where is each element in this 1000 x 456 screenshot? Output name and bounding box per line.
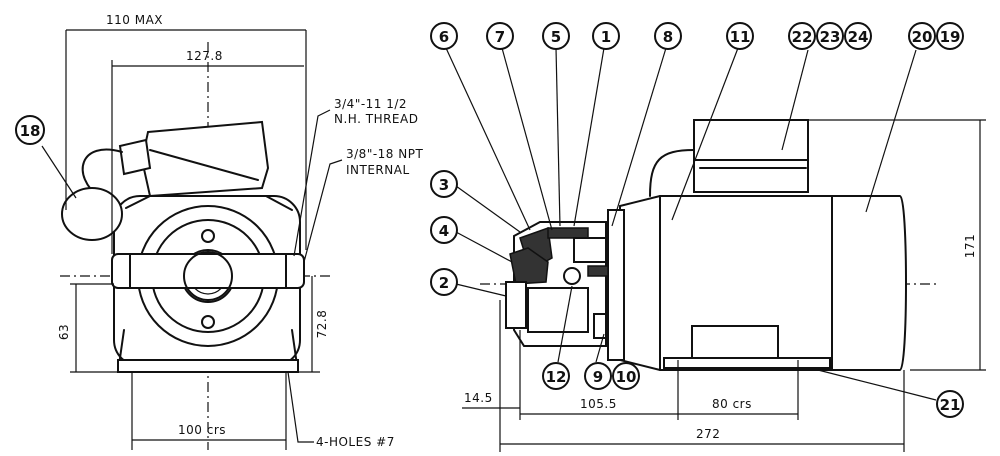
- callout-4-bubble: [430, 216, 458, 244]
- thread-note-line1: 3/4"-11 1/2: [334, 97, 407, 111]
- thread-leader: [293, 109, 331, 257]
- callout-12-bubble: [542, 362, 570, 390]
- dim-272-label: 272: [696, 427, 720, 441]
- callout-10-bubble: [612, 362, 640, 390]
- callout-8-bubble: [654, 22, 682, 50]
- callout-11-label: 11: [730, 28, 751, 46]
- cable-gland: [118, 138, 152, 176]
- shaft-nut: [563, 267, 581, 285]
- discharge-pipe: [111, 253, 305, 289]
- front-terminal-box: [140, 120, 270, 198]
- front-view: 110 MAX 127.8 63 72.8 100 crs 3/4"-11 1/…: [15, 13, 423, 450]
- front-terminal-box-edge: [149, 149, 259, 181]
- holes-note: 4-HOLES #7: [316, 435, 395, 449]
- callout-11-leader: [671, 47, 739, 221]
- callout-1-label: 1: [601, 28, 611, 46]
- motor-flange: [607, 209, 625, 361]
- impeller-section-lower: [509, 247, 549, 285]
- callout-18-label: 18: [20, 122, 41, 140]
- callout-6-leader: [445, 47, 531, 231]
- motor-foot-block: [691, 325, 779, 359]
- seal-section: [547, 227, 589, 239]
- capacitor: [61, 187, 123, 241]
- thread-note-line2: N.H. THREAD: [334, 112, 418, 126]
- dim-14-label: 14.5: [464, 391, 493, 405]
- npt-note-line2: INTERNAL: [346, 163, 410, 177]
- callout-21-label: 21: [940, 396, 961, 414]
- callout-11-bubble: [726, 22, 754, 50]
- callout-7-leader: [501, 47, 553, 231]
- callout-8-leader: [611, 47, 667, 227]
- dim-72-label: 72.8: [315, 310, 329, 339]
- callout-18-bubble: [15, 115, 45, 145]
- callout-20-bubble: [908, 22, 936, 50]
- callout-3-leader: [455, 185, 521, 233]
- dim-127-label: 127.8: [186, 49, 223, 63]
- callout-9-label: 9: [593, 368, 603, 386]
- dim-171-label: 171: [963, 234, 977, 258]
- callout-1-bubble: [592, 22, 620, 50]
- callout-4-label: 4: [439, 222, 449, 240]
- dim-100-label: 100 crs: [178, 423, 226, 437]
- motor-fins-top: [125, 195, 293, 211]
- callout-20-leader: [865, 49, 917, 213]
- callout-2-label: 2: [439, 274, 449, 292]
- dim-63-label: 63: [57, 324, 71, 340]
- side-view: 171 14.5 105.5 80 crs 272 6: [430, 22, 986, 452]
- npt-leader: [303, 159, 343, 263]
- callout-21-leader: [817, 369, 937, 401]
- callout-18-leader: [41, 145, 77, 199]
- shaft-seal: [573, 237, 607, 263]
- npt-note-line1: 3/8"-18 NPT: [346, 147, 423, 161]
- callout-9-bubble: [584, 362, 612, 390]
- dim-105-label: 105.5: [580, 397, 617, 411]
- callout-23-bubble: [816, 22, 844, 50]
- holes-leader: [287, 371, 314, 443]
- callout-7-label: 7: [495, 28, 505, 46]
- pipe-fitting: [183, 251, 233, 301]
- callout-22-bubble: [788, 22, 816, 50]
- callout-6-label: 6: [439, 28, 449, 46]
- mounting-base: [117, 359, 299, 373]
- callout-19-label: 19: [940, 28, 961, 46]
- side-cable: [649, 149, 695, 197]
- volute-casing: [527, 287, 589, 333]
- callout-12-leader: [557, 285, 573, 363]
- casing-bolt-top: [201, 229, 215, 243]
- callout-19-bubble: [936, 22, 964, 50]
- casing-bolt-bottom: [201, 315, 215, 329]
- callout-9-leader: [595, 333, 605, 363]
- callout-10-label: 10: [616, 368, 637, 386]
- callout-8-label: 8: [663, 28, 673, 46]
- callout-12-label: 12: [546, 368, 567, 386]
- callout-22-leader: [781, 49, 809, 151]
- dim-110-max-label: 110 MAX: [106, 13, 163, 27]
- side-terminal-box: [693, 119, 809, 193]
- callout-22-label: 22: [792, 28, 813, 46]
- motor-base-plate: [663, 357, 831, 369]
- callout-2-leader: [455, 283, 507, 297]
- callout-21-bubble: [936, 390, 964, 418]
- callout-5-label: 5: [551, 28, 561, 46]
- inlet-flange: [505, 281, 527, 329]
- callout-23-label: 23: [820, 28, 841, 46]
- callout-6-bubble: [430, 22, 458, 50]
- callout-5-bubble: [542, 22, 570, 50]
- callout-4-leader: [455, 231, 513, 263]
- callout-24-label: 24: [848, 28, 869, 46]
- callout-5-leader: [555, 47, 561, 227]
- callout-1-leader: [573, 47, 605, 227]
- callout-2-bubble: [430, 268, 458, 296]
- dim-80-label: 80 crs: [712, 397, 752, 411]
- callout-3-label: 3: [439, 176, 449, 194]
- callout-24-bubble: [844, 22, 872, 50]
- callout-20-label: 20: [912, 28, 933, 46]
- callout-3-bubble: [430, 170, 458, 198]
- mechanical-seal: [587, 265, 609, 277]
- casing-bolt: [593, 313, 607, 339]
- callout-7-bubble: [486, 22, 514, 50]
